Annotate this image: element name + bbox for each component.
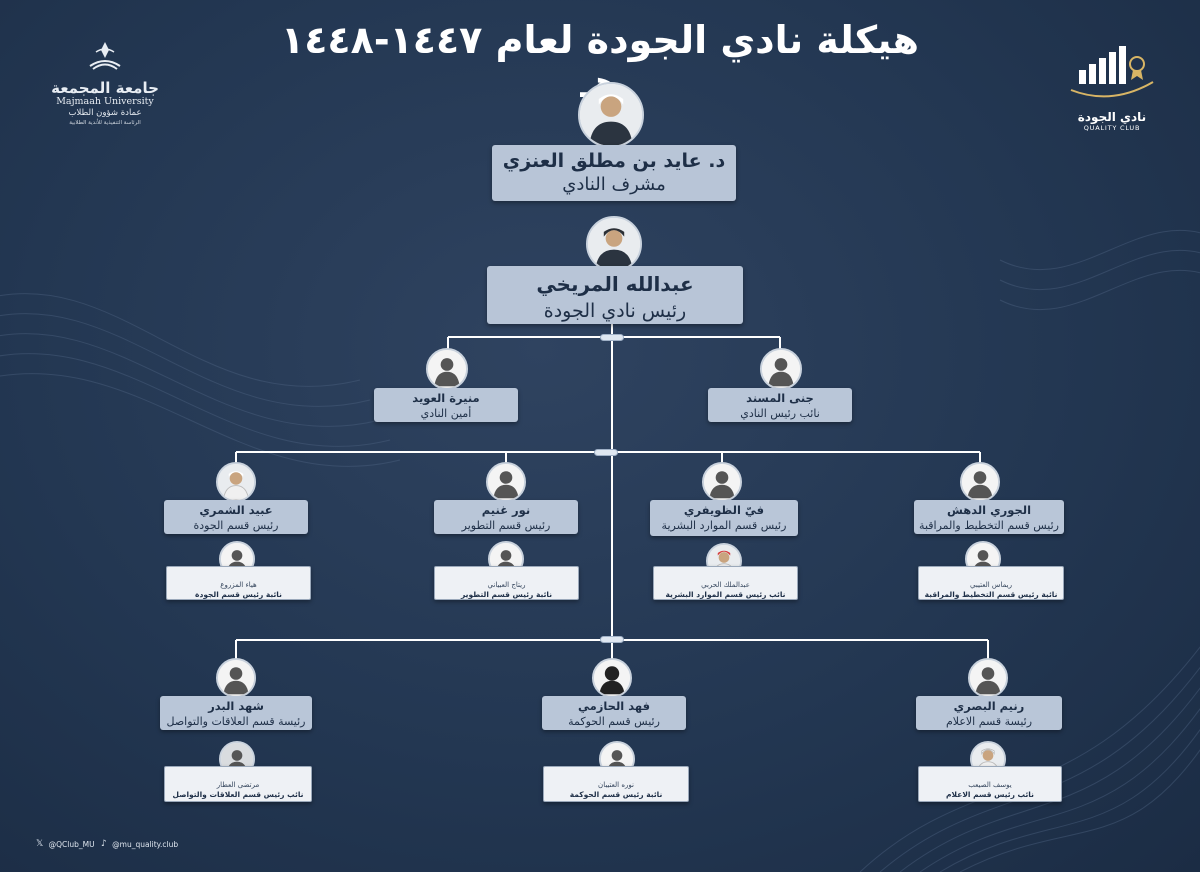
deputy-role: نائب رئيس قسم الموارد البشرية [665, 590, 786, 599]
section-head-node: عبيد الشمري رئيس قسم الجودة [164, 500, 308, 534]
section-head-node: فيّ الظويفري رئيس قسم الموارد البشرية [650, 500, 798, 536]
section-head-avatar [592, 658, 632, 698]
x-handle[interactable]: @QClub_MU [48, 839, 95, 849]
deputy-name: يوسف الصيعب [968, 781, 1012, 789]
page-title: هيكلة نادي الجودة لعام ١٤٤٧-١٤٤٨ هـ [281, 18, 919, 106]
junction-pill [600, 636, 624, 643]
social-footer: 𝕏 @QClub_MU ♪ @mu_quality.club [36, 839, 182, 849]
section-head-node: شهد البدر رئيسة قسم العلاقات والتواصل [160, 696, 312, 730]
deputy-node: عبدالملك الحربي نائب رئيس قسم الموارد ال… [653, 566, 798, 600]
section-head-avatar [216, 658, 256, 698]
university-name-en: Majmaah University [56, 96, 154, 107]
vice-president-node: جنى المسند نائب رئيس النادي [708, 388, 852, 422]
section-head-node: رنيم البصري رئيسة قسم الاعلام [916, 696, 1062, 730]
deputy-name: ريماس العتيبي [970, 581, 1012, 589]
president-role: رئيس نادي الجودة [543, 300, 687, 322]
deputy-name: عبدالملك الحربي [701, 581, 750, 589]
section-head-name: فيّ الظويفري [683, 503, 765, 517]
treasurer-avatar [426, 348, 468, 390]
club-name-en: QUALITY CLUB [1083, 124, 1141, 132]
deputy-name: ريتاج العبياني [487, 581, 526, 589]
vice-president-role: نائب رئيس النادي [740, 407, 820, 420]
section-head-role: رئيس قسم التخطيط والمراقبة [919, 519, 1059, 532]
university-name-ar: جامعة المجمعة [51, 79, 159, 97]
section-head-node: فهد الحازمي رئيس قسم الحوكمة [542, 696, 686, 730]
section-head-name: فهد الحازمي [577, 699, 650, 713]
deputy-name: مرتضى العطار [216, 781, 260, 789]
deputy-role: نائبة رئيس قسم التخطيط والمراقبة [924, 590, 1058, 599]
deputy-name: نوره العتيبان [598, 781, 634, 789]
vice-president-avatar [760, 348, 802, 390]
section-head-avatar [960, 462, 1000, 502]
vice-president-name: جنى المسند [746, 391, 814, 405]
junction-pill [594, 449, 618, 456]
deputy-node: هياء المزروع نائبة رئيس قسم الجودة [166, 566, 311, 600]
section-head-role: رئيسة قسم الاعلام [945, 715, 1033, 728]
section-head-role: رئيس قسم الموارد البشرية [661, 519, 787, 532]
supervisor-node: د. عايد بن مطلق العنزي مشرف النادي [492, 145, 736, 201]
section-head-role: رئيس قسم الحوكمة [568, 715, 660, 728]
section-head-avatar [486, 462, 526, 502]
supervisor-name: د. عايد بن مطلق العنزي [502, 150, 726, 172]
deputy-node: ريتاج العبياني نائبة رئيس قسم التطوير [434, 566, 579, 600]
university-emblem-icon [89, 42, 121, 70]
section-head-avatar [702, 462, 742, 502]
section-head-node: الجوري الدهش رئيس قسم التخطيط والمراقبة [914, 500, 1064, 534]
deanship-subtitle: الرئاسة التنفيذية للأندية الطلابية [69, 120, 141, 126]
president-name: عبدالله المريخي [536, 272, 694, 296]
section-head-role: رئيسة قسم العلاقات والتواصل [166, 715, 306, 728]
president-node: عبدالله المريخي رئيس نادي الجودة [487, 266, 743, 324]
tiktok-handle[interactable]: @mu_quality.club [112, 839, 179, 849]
deputy-node: مرتضى العطار نائب رئيس قسم العلاقات والت… [164, 766, 312, 802]
treasurer-name: منيرة العويد [412, 391, 480, 405]
deanship-name: عمادة شؤون الطلاب [68, 108, 142, 118]
section-head-avatar [216, 462, 256, 502]
deputy-role: نائبة رئيس قسم الجودة [195, 590, 282, 599]
bar-chart-medal-icon [1070, 46, 1154, 98]
section-head-name: نور غنيم [481, 503, 531, 517]
president-avatar [586, 216, 642, 272]
treasurer-node: منيرة العويد أمين النادي [374, 388, 518, 422]
section-head-node: نور غنيم رئيس قسم التطوير [434, 500, 578, 534]
section-head-name: الجوري الدهش [946, 503, 1032, 517]
section-head-role: رئيس قسم التطوير [461, 519, 551, 532]
section-head-name: شهد البدر [208, 699, 264, 713]
university-logo: جامعة المجمعة Majmaah University عمادة ش… [50, 38, 160, 127]
supervisor-avatar [578, 82, 644, 148]
quality-club-logo: نادي الجودة QUALITY CLUB [1062, 42, 1162, 133]
deputy-role: نائب رئيس قسم العلاقات والتواصل [172, 790, 304, 799]
x-icon[interactable]: 𝕏 [36, 839, 44, 849]
deputy-role: نائبة رئيس قسم التطوير [460, 590, 553, 599]
section-head-name: عبيد الشمري [199, 503, 273, 517]
deputy-name: هياء المزروع [220, 581, 257, 589]
section-head-name: رنيم البصري [953, 699, 1025, 713]
deputy-node: يوسف الصيعب نائب رئيس قسم الاعلام [918, 766, 1062, 802]
treasurer-role: أمين النادي [420, 407, 472, 420]
supervisor-role: مشرف النادي [562, 174, 666, 195]
deputy-node: نوره العتيبان نائبة رئيس قسم الحوكمة [543, 766, 689, 802]
junction-pill [600, 334, 624, 341]
deputy-node: ريماس العتيبي نائبة رئيس قسم التخطيط وال… [918, 566, 1064, 600]
section-head-role: رئيس قسم الجودة [193, 519, 279, 532]
deputy-role: نائبة رئيس قسم الحوكمة [569, 790, 663, 799]
deputy-role: نائب رئيس قسم الاعلام [946, 790, 1034, 799]
section-head-avatar [968, 658, 1008, 698]
club-name-ar: نادي الجودة [1077, 110, 1147, 124]
tiktok-icon[interactable]: ♪ [101, 839, 107, 849]
